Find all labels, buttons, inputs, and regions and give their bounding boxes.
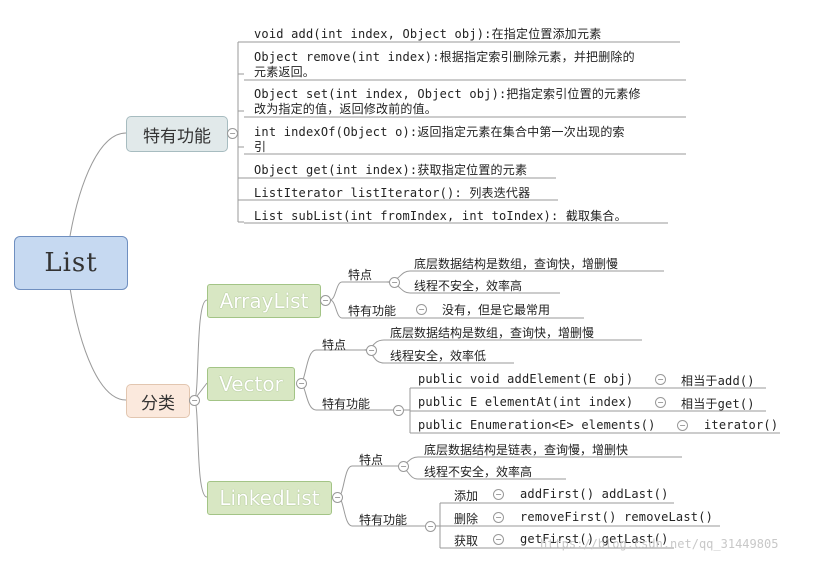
collapse-icon[interactable]: − — [425, 521, 436, 532]
collapse-icon[interactable]: − — [389, 277, 400, 288]
arraylist-special-label: 特有功能 — [348, 304, 397, 318]
vector-method-1-eq: 相当于add() — [681, 374, 755, 388]
arraylist-feature-2: 线程不安全，效率高 — [414, 279, 523, 293]
collapse-icon[interactable]: − — [416, 304, 427, 315]
collapse-icon[interactable]: − — [320, 295, 331, 306]
arraylist-features-label: 特点 — [348, 268, 373, 282]
linkedlist-special-label: 特有功能 — [359, 513, 408, 527]
method-indexof: int indexOf(Object o):返回指定元素在集合中第一次出现的索 — [254, 125, 625, 139]
vector-feature-1: 底层数据结构是数组，查询快，增删慢 — [390, 326, 595, 340]
watermark: https://blog.csdn.net/qq_31449805 — [540, 537, 779, 551]
linkedlist-op-remove: 删除 — [454, 512, 479, 526]
method-set-cont: 改为指定的值，返回修改前的值。 — [254, 102, 438, 116]
linkedlist-feature-1: 底层数据结构是链表，查询慢，增删快 — [424, 443, 629, 457]
collapse-icon[interactable]: − — [332, 492, 343, 503]
vector-feature-2: 线程安全，效率低 — [390, 349, 487, 363]
vector-special-label: 特有功能 — [322, 397, 371, 411]
linkedlist-op-remove-methods: removeFirst() removeLast() — [520, 510, 714, 524]
linkedlist-node[interactable]: LinkedList — [207, 481, 332, 515]
vector-method-3: public Enumeration<E> elements() — [418, 418, 656, 432]
collapse-icon[interactable]: − — [677, 420, 688, 431]
classification-node[interactable]: 分类 — [126, 384, 190, 418]
vector-node[interactable]: Vector — [207, 367, 295, 401]
collapse-icon[interactable]: − — [493, 489, 504, 500]
method-indexof-cont: 引 — [254, 140, 267, 154]
arraylist-special: 没有，但是它最常用 — [442, 303, 551, 317]
method-set: Object set(int index, Object obj):把指定索引位… — [254, 87, 641, 101]
special-functions-node[interactable]: 特有功能 — [126, 116, 228, 152]
linkedlist-features-label: 特点 — [359, 453, 384, 467]
collapse-icon[interactable]: − — [655, 374, 666, 385]
method-remove-cont: 元素返回。 — [254, 65, 316, 79]
method-get: Object get(int index):获取指定位置的元素 — [254, 163, 528, 177]
method-sublist: List subList(int fromIndex, int toIndex)… — [254, 209, 627, 223]
collapse-icon[interactable]: − — [227, 128, 238, 139]
vector-method-2: public E elementAt(int index) — [418, 395, 634, 409]
collapse-icon[interactable]: − — [398, 461, 409, 472]
collapse-icon[interactable]: − — [655, 397, 666, 408]
root-node[interactable]: List — [14, 236, 128, 290]
collapse-icon[interactable]: − — [393, 405, 404, 416]
method-listiterator: ListIterator listIterator(): 列表迭代器 — [254, 186, 531, 200]
collapse-icon[interactable]: − — [189, 395, 200, 406]
vector-method-2-eq: 相当于get() — [681, 397, 755, 411]
arraylist-node[interactable]: ArrayList — [207, 284, 321, 318]
collapse-icon[interactable]: − — [493, 512, 504, 523]
method-add: void add(int index, Object obj):在指定位置添加元… — [254, 27, 602, 41]
vector-features-label: 特点 — [322, 338, 347, 352]
linkedlist-feature-2: 线程不安全，效率高 — [424, 465, 533, 479]
collapse-icon[interactable]: − — [493, 534, 504, 545]
vector-method-3-eq: iterator() — [704, 418, 779, 432]
linkedlist-op-get-methods: getFirst() getLast() — [520, 532, 669, 546]
linkedlist-op-add-methods: addFirst() addLast() — [520, 487, 669, 501]
method-remove: Object remove(int index):根据指定索引删除元素，并把删除… — [254, 50, 635, 64]
arraylist-feature-1: 底层数据结构是数组，查询快，增删慢 — [414, 257, 619, 271]
collapse-icon[interactable]: − — [366, 345, 377, 356]
linkedlist-op-add: 添加 — [454, 489, 479, 503]
collapse-icon[interactable]: − — [296, 378, 307, 389]
linkedlist-op-get: 获取 — [454, 534, 479, 548]
vector-method-1: public void addElement(E obj) — [418, 372, 634, 386]
